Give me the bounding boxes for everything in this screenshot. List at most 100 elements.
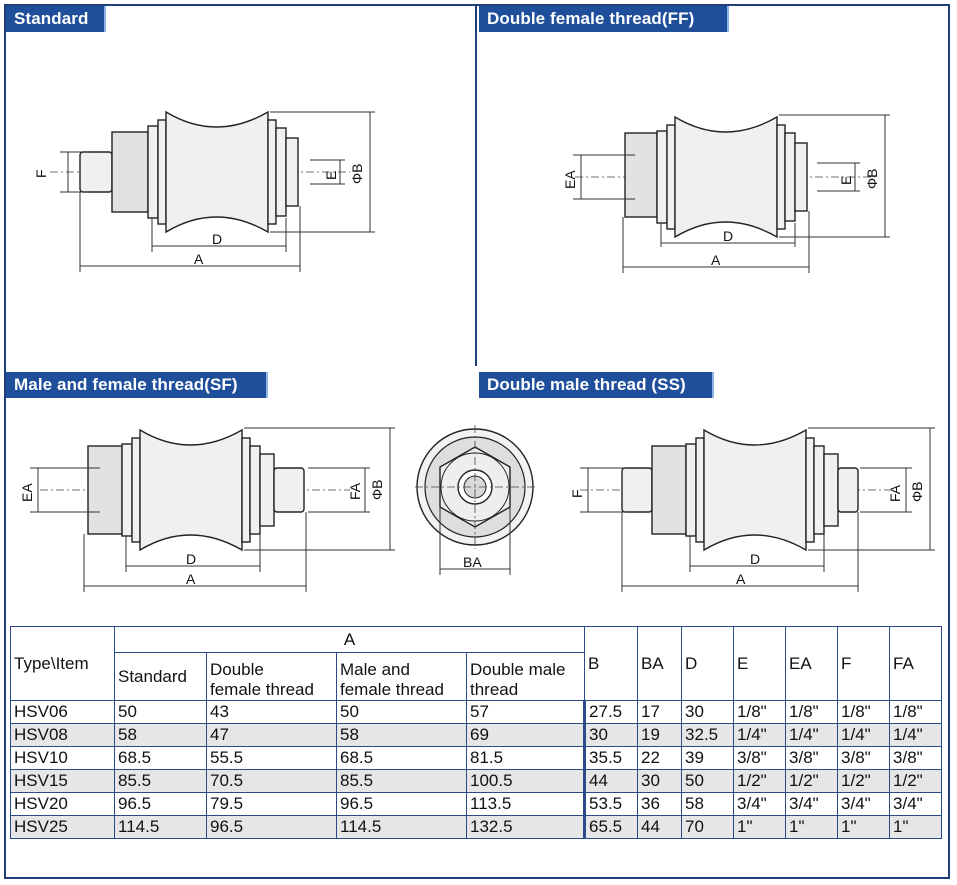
table-cell: 43 <box>206 700 337 724</box>
label-ba: BA <box>463 554 482 570</box>
table-cell: 44 <box>637 815 683 839</box>
drawing-standard: F E ΦB D A <box>33 110 375 272</box>
label-b: ΦB <box>349 163 365 184</box>
header-a-male-female: Male and female thread <box>336 652 467 701</box>
spec-table-container: Type\Item A B BA D E EA F FA Standard Do… <box>10 626 943 861</box>
table-cell: 50 <box>681 769 735 793</box>
drawing-ss: F FA ΦB D A <box>569 427 935 592</box>
label-f: F <box>569 489 585 498</box>
table-cell: 58 <box>336 723 467 747</box>
label-a: A <box>194 251 204 267</box>
section-title-ff: Double female thread(FF) <box>479 6 729 32</box>
table-cell: 1/8" <box>785 700 839 724</box>
table-cell: 1/4" <box>889 723 943 747</box>
table-cell: 58 <box>114 723 207 747</box>
table-cell: 96.5 <box>336 792 467 816</box>
table-cell: 55.5 <box>206 746 337 770</box>
table-cell: 96.5 <box>114 792 207 816</box>
table-cell: 22 <box>637 746 683 770</box>
drawing-front-view: BA <box>415 425 535 575</box>
table-cell: 50 <box>336 700 467 724</box>
table-cell: 30 <box>637 769 683 793</box>
header-e: E <box>733 626 787 701</box>
label-d: D <box>750 551 760 567</box>
table-cell: 35.5 <box>583 746 639 770</box>
label-d: D <box>723 228 733 244</box>
table-cell: 3/4" <box>785 792 839 816</box>
table-cell: 1/8" <box>837 700 891 724</box>
table-cell: 113.5 <box>465 792 586 816</box>
table-cell: 58 <box>681 792 735 816</box>
label-a: A <box>736 571 746 587</box>
table-cell: 1/8" <box>733 700 787 724</box>
table-cell: 3/8" <box>785 746 839 770</box>
label-e: E <box>323 171 339 180</box>
table-cell: 1/2" <box>889 769 943 793</box>
header-b: B <box>584 626 639 701</box>
header-a: A <box>113 626 586 653</box>
table-cell: 3/4" <box>733 792 787 816</box>
table-cell: 53.5 <box>583 792 639 816</box>
table-cell: 68.5 <box>336 746 467 770</box>
table-cell: 68.5 <box>114 746 207 770</box>
header-a-double-male: Double male thread <box>465 652 586 701</box>
header-ea: EA <box>785 626 839 701</box>
table-cell: 81.5 <box>465 746 586 770</box>
label-ea: EA <box>562 170 578 189</box>
table-cell: 79.5 <box>206 792 337 816</box>
table-cell: 32.5 <box>681 723 735 747</box>
header-type-item: Type\Item <box>10 626 115 701</box>
table-cell: 85.5 <box>336 769 467 793</box>
table-cell: 17 <box>637 700 683 724</box>
header-d: D <box>681 626 735 701</box>
header-fa: FA <box>889 626 943 701</box>
table-cell: 70 <box>681 815 735 839</box>
outer-frame <box>4 4 950 879</box>
table-cell-type: HSV25 <box>10 815 115 839</box>
table-cell-type: HSV06 <box>10 700 115 724</box>
label-d: D <box>212 231 222 247</box>
table-cell-type: HSV08 <box>10 723 115 747</box>
label-b: ΦB <box>864 168 880 189</box>
table-cell: 36 <box>637 792 683 816</box>
vertical-divider <box>475 4 477 366</box>
table-cell: 1/4" <box>733 723 787 747</box>
table-cell: 47 <box>206 723 337 747</box>
table-cell: 3/4" <box>837 792 891 816</box>
table-cell: 44 <box>583 769 639 793</box>
label-b: ΦB <box>369 479 385 500</box>
header-ba: BA <box>637 626 683 701</box>
table-cell: 114.5 <box>114 815 207 839</box>
table-cell: 70.5 <box>206 769 337 793</box>
table-cell: 3/8" <box>889 746 943 770</box>
table-cell: 114.5 <box>336 815 467 839</box>
table-cell: 39 <box>681 746 735 770</box>
label-f: F <box>33 169 49 178</box>
label-ea: EA <box>19 483 35 502</box>
table-cell: 69 <box>465 723 586 747</box>
table-cell: 1" <box>785 815 839 839</box>
section-title-ss: Double male thread (SS) <box>479 372 714 398</box>
drawing-ff: EA E ΦB D A <box>562 114 890 273</box>
table-cell: 50 <box>114 700 207 724</box>
table-cell: 3/8" <box>733 746 787 770</box>
table-cell-type: HSV20 <box>10 792 115 816</box>
label-a: A <box>711 252 721 268</box>
table-cell: 1/2" <box>733 769 787 793</box>
table-cell-type: HSV15 <box>10 769 115 793</box>
table-cell: 19 <box>637 723 683 747</box>
table-cell: 1" <box>837 815 891 839</box>
table-cell: 3/4" <box>889 792 943 816</box>
section-title-sf: Male and female thread(SF) <box>6 372 268 398</box>
table-cell: 1/8" <box>889 700 943 724</box>
header-a-double-female: Double female thread <box>206 652 337 701</box>
table-cell: 30 <box>681 700 735 724</box>
table-cell: 65.5 <box>583 815 639 839</box>
table-cell: 85.5 <box>114 769 207 793</box>
